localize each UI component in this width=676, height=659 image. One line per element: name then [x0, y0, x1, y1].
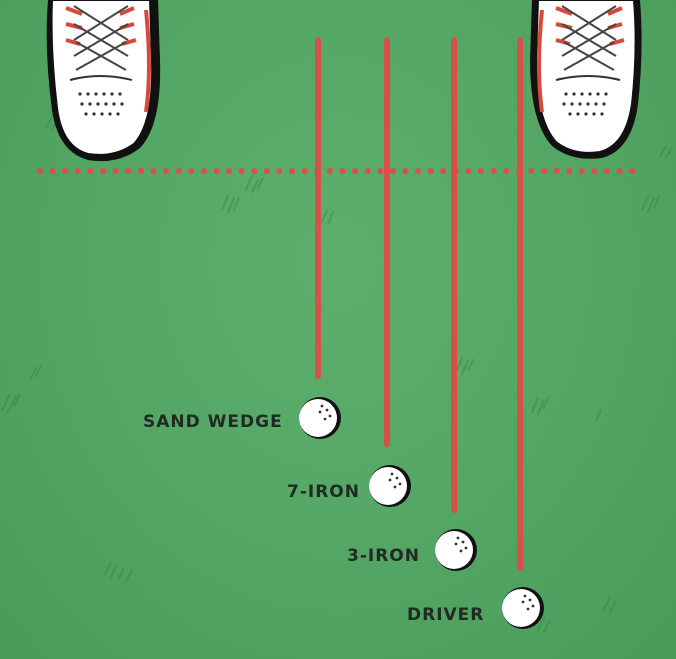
label-driver: DRIVER — [407, 605, 485, 625]
golf-ball-driver-icon — [502, 587, 544, 629]
golf-ball-7-iron-icon — [369, 465, 411, 507]
shoe-right-icon — [530, 0, 642, 159]
aim-lines — [315, 37, 523, 571]
label-7-iron: 7-IRON — [287, 482, 360, 502]
label-3-iron: 3-IRON — [347, 546, 420, 566]
golf-ball-3-iron-icon — [435, 529, 477, 571]
grass-texture — [1, 115, 673, 633]
shoe-left-icon — [46, 0, 161, 162]
label-sand-wedge: SAND WEDGE — [143, 412, 283, 432]
golf-ball-sand-wedge-icon — [299, 397, 341, 439]
